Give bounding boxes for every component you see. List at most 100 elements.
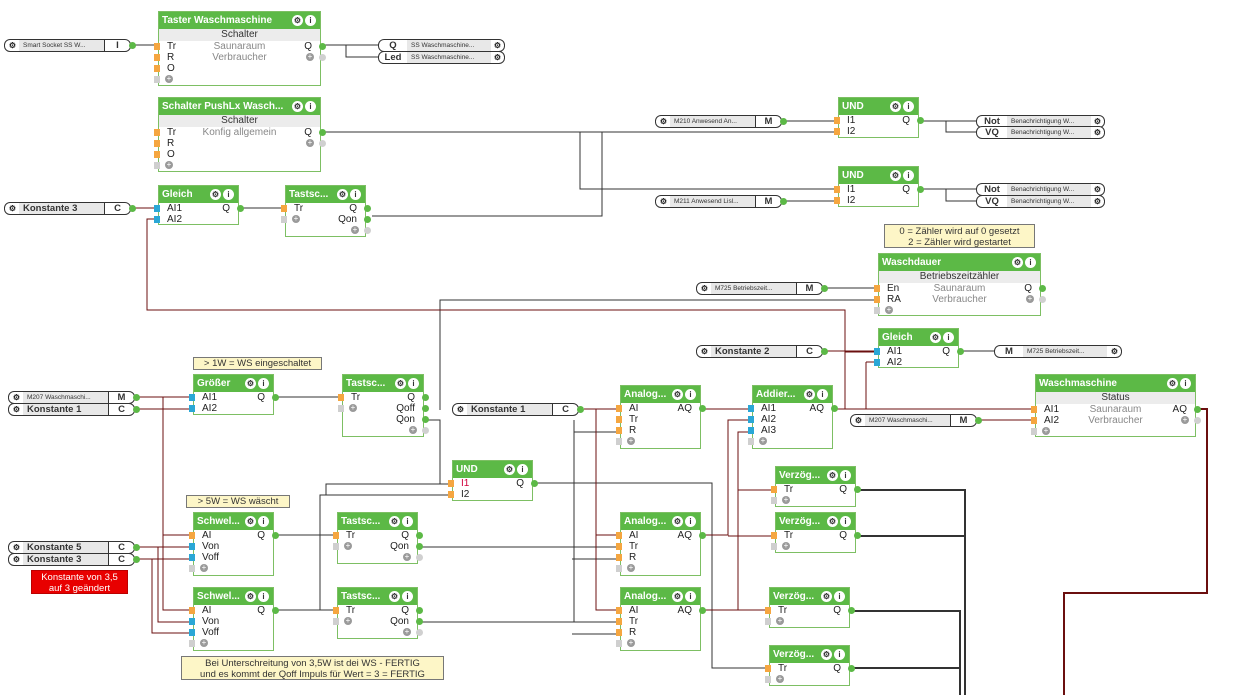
info-icon[interactable]: i [943, 332, 954, 343]
input-pin[interactable] [1031, 417, 1037, 424]
input-pin[interactable] [616, 607, 622, 614]
plus-icon[interactable]: + [403, 552, 411, 561]
info-icon[interactable]: i [1025, 257, 1036, 268]
info-icon[interactable]: i [305, 15, 316, 26]
output-pin[interactable] [699, 405, 706, 412]
gear-icon[interactable]: ⚙ [292, 101, 303, 112]
plus-icon[interactable]: + [165, 160, 173, 169]
input-pin[interactable] [765, 618, 771, 625]
input-pin[interactable] [765, 676, 771, 683]
connector-m211[interactable]: ⚙ M211 Anwesend Lisl... M [655, 195, 787, 208]
info-icon[interactable]: i [402, 516, 413, 527]
input-pin[interactable] [333, 618, 339, 625]
output-pin[interactable] [422, 405, 429, 412]
input-pin[interactable] [748, 427, 754, 434]
output-pin[interactable] [416, 554, 423, 561]
input-pin[interactable] [189, 640, 195, 647]
output-pin[interactable] [416, 618, 423, 625]
input-pin[interactable] [154, 216, 160, 223]
output-pin[interactable] [975, 417, 982, 424]
gear-icon[interactable]: ⚙ [1167, 378, 1178, 389]
output-pin[interactable] [272, 532, 279, 539]
input-pin[interactable] [448, 480, 454, 487]
output-pin[interactable] [416, 629, 423, 636]
output-pin[interactable] [364, 227, 371, 234]
gear-icon[interactable]: ⚙ [672, 591, 683, 602]
gear-icon[interactable]: ⚙ [821, 591, 832, 602]
input-pin[interactable] [771, 497, 777, 504]
input-pin[interactable] [154, 205, 160, 212]
input-pin[interactable] [154, 151, 160, 158]
input-pin[interactable] [189, 607, 195, 614]
plus-icon[interactable]: + [776, 616, 784, 625]
input-pin[interactable] [834, 128, 840, 135]
input-pin[interactable] [874, 307, 880, 314]
connector-konstante-1-b[interactable]: ⚙ Konstante 1 C [452, 403, 584, 416]
input-pin[interactable] [834, 186, 840, 193]
output-pin[interactable] [957, 348, 964, 355]
output-pin[interactable] [1039, 296, 1046, 303]
gear-icon[interactable]: ⚙ [292, 15, 303, 26]
output-pin[interactable] [821, 348, 828, 355]
connector-smart-socket[interactable]: ⚙ Smart Socket SS W... I [4, 39, 136, 52]
input-pin[interactable] [834, 197, 840, 204]
input-pin[interactable] [189, 629, 195, 636]
info-icon[interactable]: i [840, 470, 851, 481]
input-pin[interactable] [616, 554, 622, 561]
connector-not-2[interactable]: Not Benachrichtigung W... ⚙ [976, 183, 1105, 196]
input-pin[interactable] [874, 285, 880, 292]
input-pin[interactable] [616, 427, 622, 434]
input-pin[interactable] [189, 618, 195, 625]
plus-icon[interactable]: + [200, 638, 208, 647]
output-pin[interactable] [831, 405, 838, 412]
input-pin[interactable] [189, 532, 195, 539]
input-pin[interactable] [874, 348, 880, 355]
input-pin[interactable] [154, 129, 160, 136]
input-pin[interactable] [154, 76, 160, 83]
connector-konstante-3-top[interactable]: ⚙ Konstante 3 C [4, 202, 136, 215]
gear-icon[interactable]: ⚙ [827, 470, 838, 481]
plus-icon[interactable]: + [627, 563, 635, 572]
input-pin[interactable] [874, 359, 880, 366]
output-pin[interactable] [699, 607, 706, 614]
gear-icon[interactable]: ⚙ [389, 591, 400, 602]
output-pin[interactable] [1194, 406, 1201, 413]
connector-m725-out[interactable]: M M725 Betriebszeit... ⚙ [994, 345, 1122, 358]
gear-icon[interactable]: ⚙ [890, 101, 901, 112]
output-pin[interactable] [821, 285, 828, 292]
gear-icon[interactable]: ⚙ [389, 516, 400, 527]
input-pin[interactable] [616, 416, 622, 423]
input-pin[interactable] [333, 543, 339, 550]
input-pin[interactable] [616, 565, 622, 572]
output-pin[interactable] [917, 186, 924, 193]
input-pin[interactable] [338, 405, 344, 412]
input-pin[interactable] [616, 438, 622, 445]
plus-icon[interactable]: + [782, 541, 790, 550]
gear-icon[interactable]: ⚙ [210, 189, 221, 200]
info-icon[interactable]: i [834, 591, 845, 602]
plus-icon[interactable]: + [627, 436, 635, 445]
gear-icon[interactable]: ⚙ [245, 591, 256, 602]
plus-icon[interactable]: + [344, 541, 352, 550]
gear-icon[interactable]: ⚙ [245, 378, 256, 389]
gear-icon[interactable]: ⚙ [456, 405, 465, 414]
plus-icon[interactable]: + [782, 495, 790, 504]
info-icon[interactable]: i [1180, 378, 1191, 389]
gear-icon[interactable]: ⚙ [672, 389, 683, 400]
input-pin[interactable] [616, 532, 622, 539]
gear-icon[interactable]: ⚙ [395, 378, 406, 389]
gear-icon[interactable]: ⚙ [12, 393, 21, 402]
gear-icon[interactable]: ⚙ [890, 170, 901, 181]
info-icon[interactable]: i [258, 591, 269, 602]
gear-icon[interactable]: ⚙ [854, 416, 863, 425]
input-pin[interactable] [616, 629, 622, 636]
